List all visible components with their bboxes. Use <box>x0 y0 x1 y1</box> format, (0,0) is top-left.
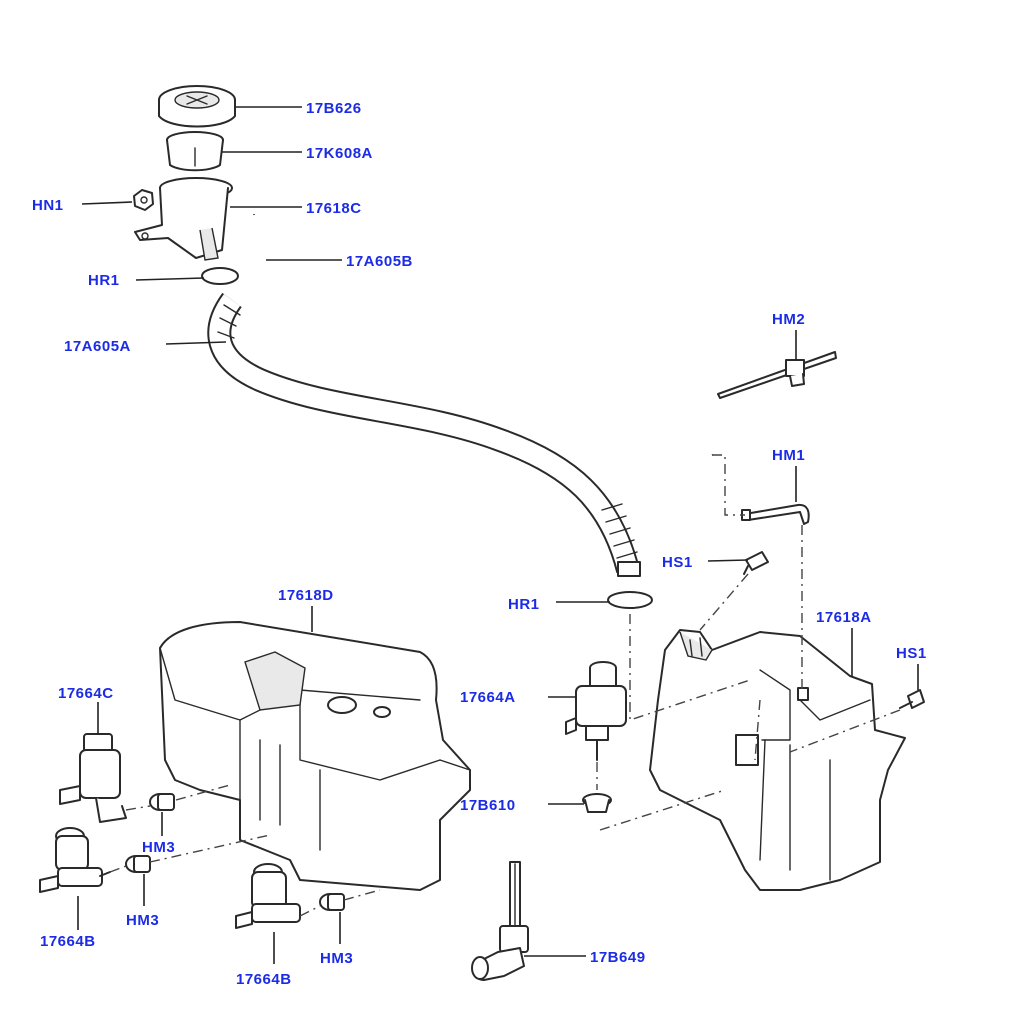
part-17B626-filler-cap <box>158 85 236 128</box>
callout-HS1-right: HS1 <box>896 645 927 662</box>
callout-17K608A: 17K608A <box>306 145 373 162</box>
callout-HM3-a: HM3 <box>142 839 175 856</box>
callout-17664C: 17664C <box>58 685 114 702</box>
part-17664B-pump-b <box>235 863 301 929</box>
callout-17A605A: 17A605A <box>64 338 131 355</box>
part-HS1-screw-right <box>899 689 925 709</box>
callout-17664B-b: 17664B <box>236 971 292 988</box>
callout-17B626: 17B626 <box>306 100 362 117</box>
part-HM3-grommet-b <box>125 855 151 873</box>
part-17618D-reservoir-upper <box>159 621 471 891</box>
hose-end-fitting <box>617 561 641 577</box>
leader-lines <box>77 106 919 964</box>
assembly-center-lines <box>109 454 901 917</box>
part-HR1-oring-mid <box>607 591 653 609</box>
part-17664B-pump-a <box>39 827 111 893</box>
part-17664A-pump <box>565 661 627 761</box>
callout-HM3-b: HM3 <box>126 912 159 929</box>
hose-17A605B <box>251 214 714 472</box>
callout-17B649: 17B649 <box>590 949 646 966</box>
part-17K608A-strainer <box>166 131 224 172</box>
part-17664C-pump <box>59 733 127 823</box>
part-HM3-grommet-c <box>319 893 345 911</box>
callout-HM2: HM2 <box>772 311 805 328</box>
part-HN1-nut <box>133 189 154 211</box>
part-17618C-filler-neck <box>134 177 233 261</box>
part-HM3-grommet-a <box>149 793 175 811</box>
callout-17B610: 17B610 <box>460 797 516 814</box>
callout-HM3-c: HM3 <box>320 950 353 967</box>
hose-17A605A <box>207 292 641 577</box>
callout-17618D: 17618D <box>278 587 334 604</box>
part-HR1-oring-top <box>201 267 239 285</box>
callout-HS1-mid: HS1 <box>662 554 693 571</box>
part-HM1-connector <box>741 503 810 525</box>
callout-HR1-top: HR1 <box>88 272 120 289</box>
part-HM2-cable-tie <box>717 351 837 399</box>
callout-17618A: 17618A <box>816 609 872 626</box>
callout-HR1-mid: HR1 <box>508 596 540 613</box>
part-17B649-level-sensor <box>471 861 529 981</box>
callout-HN1: HN1 <box>32 197 64 214</box>
part-17618A-reservoir-lower <box>649 629 906 891</box>
part-HS1-screw-mid <box>743 551 769 575</box>
part-17B610-grommet <box>582 793 612 813</box>
callout-17664B-a: 17664B <box>40 933 96 950</box>
callout-17A605B: 17A605B <box>346 253 413 270</box>
callout-17664A: 17664A <box>460 689 516 706</box>
callout-17618C: 17618C <box>306 200 362 217</box>
callout-HM1: HM1 <box>772 447 805 464</box>
